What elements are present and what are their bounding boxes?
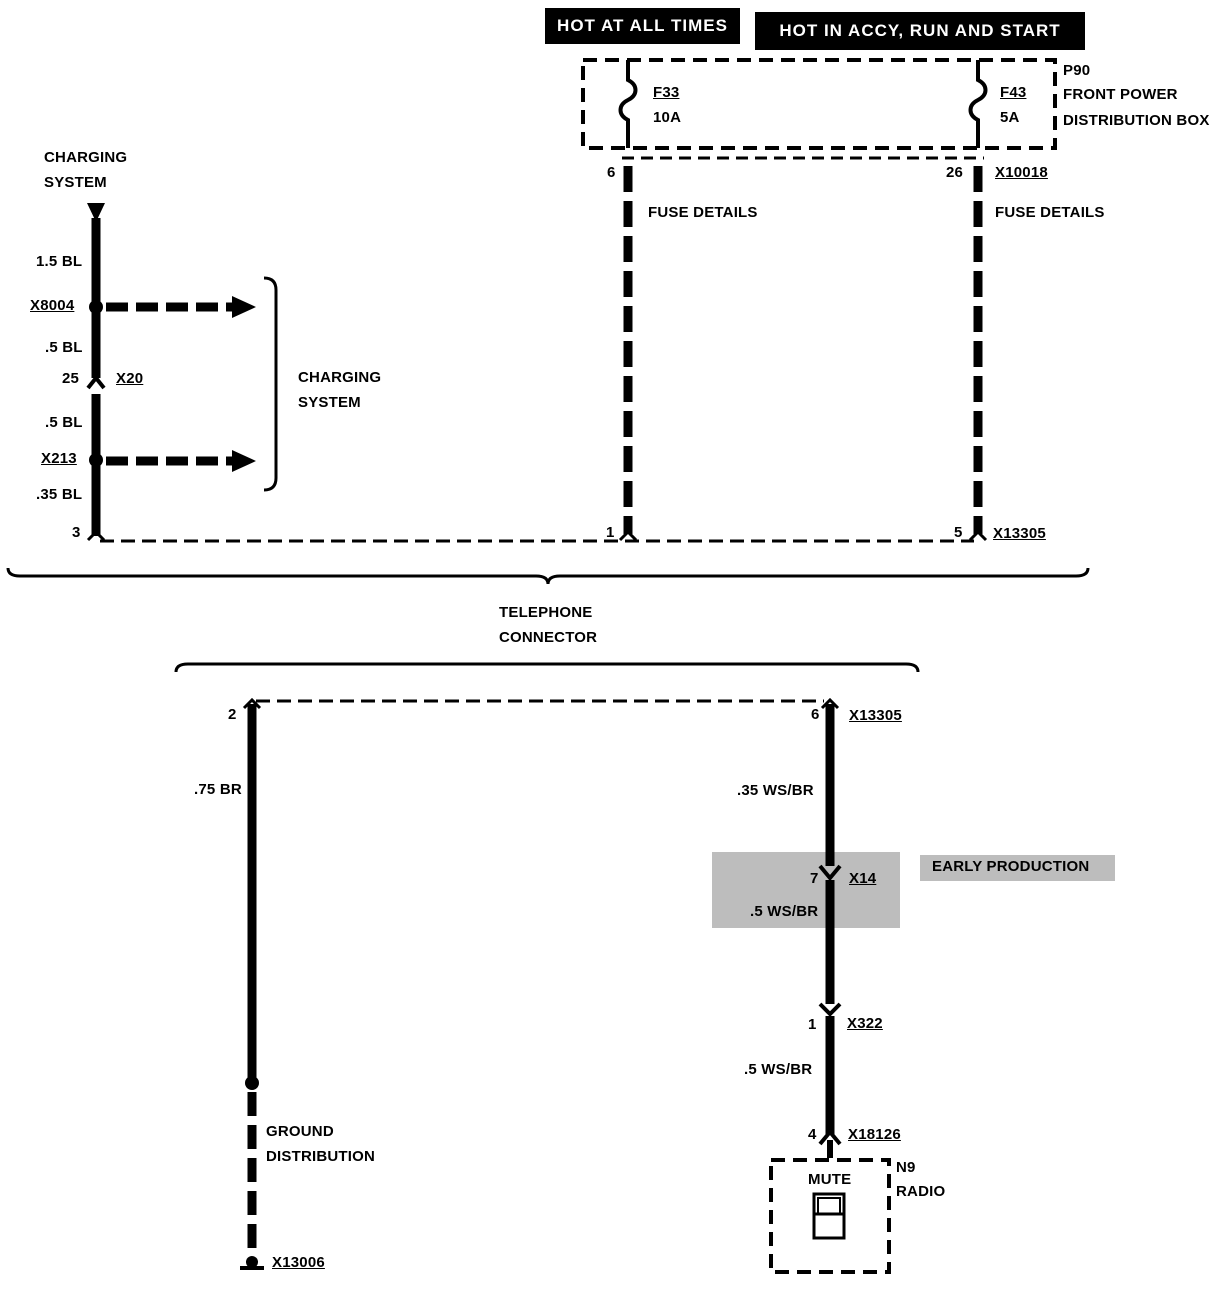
wire-label-035bl: .35 BL bbox=[36, 486, 83, 503]
mute-label: MUTE bbox=[808, 1171, 852, 1188]
fuse-f33-name: F33 bbox=[653, 84, 680, 101]
early-production-note-shade bbox=[920, 855, 1115, 881]
ground-symbol-dot bbox=[246, 1256, 258, 1268]
early-pin-7-label: 7 bbox=[810, 870, 819, 887]
arrow-x8004-head bbox=[232, 296, 256, 318]
charging-bracket bbox=[263, 276, 278, 492]
radio-id-label: N9 bbox=[896, 1159, 916, 1176]
fuse-details-label-1: FUSE DETAILS bbox=[648, 204, 758, 221]
connector-x14-arrow-overlay bbox=[818, 864, 842, 882]
telephone-connector-brace-lower bbox=[174, 662, 920, 673]
connector-x18126-arrow bbox=[818, 1128, 842, 1146]
fusebox-name-line2: DISTRIBUTION BOX bbox=[1063, 112, 1210, 129]
splice-x213-label: X213 bbox=[41, 450, 77, 467]
connector-x18126-label: X18126 bbox=[848, 1126, 901, 1143]
early-production-note: EARLY PRODUCTION bbox=[932, 858, 1090, 875]
fusebox-id: P90 bbox=[1063, 62, 1091, 79]
pin-4-label: 4 bbox=[808, 1126, 817, 1143]
connector-x13305-top-label: X13305 bbox=[993, 525, 1046, 542]
pin-3-label: 3 bbox=[72, 524, 81, 541]
mute-switch-body bbox=[812, 1192, 846, 1240]
pin-3-tick bbox=[86, 529, 106, 542]
wire-label-1-5bl: 1.5 BL bbox=[36, 253, 83, 270]
ground-splice-dot bbox=[245, 1076, 259, 1090]
pin-26-fusebox: 26 bbox=[946, 164, 964, 181]
splice-x213-dot bbox=[89, 453, 103, 467]
pin-1-label: 1 bbox=[606, 524, 615, 541]
telephone-connector-label-line1: TELEPHONE bbox=[499, 604, 593, 621]
banner-hot-in-accy: HOT IN ACCY, RUN AND START bbox=[755, 12, 1085, 50]
radio-box-outline bbox=[769, 1158, 891, 1274]
connector-x322-label: X322 bbox=[847, 1015, 883, 1032]
connector-x14-label: X14 bbox=[849, 870, 877, 887]
wire-label-early-05wsbr: .5 WS/BR bbox=[750, 903, 819, 920]
connector-x13305-lower-label: X13305 bbox=[849, 707, 902, 724]
banner-hot-at-all-times: HOT AT ALL TIMES bbox=[545, 8, 740, 44]
fuse-f33-symbol bbox=[618, 60, 638, 148]
wire-label-05bl-upper: .5 BL bbox=[45, 339, 83, 356]
charging-arrow-top bbox=[87, 203, 105, 222]
connector-x20-arrow bbox=[86, 374, 106, 390]
fuse-details-label-2: FUSE DETAILS bbox=[995, 204, 1105, 221]
fuse-f33-rating: 10A bbox=[653, 109, 682, 126]
wire-label-05bl-lower: .5 BL bbox=[45, 414, 83, 431]
ground-label-line2: DISTRIBUTION bbox=[266, 1148, 376, 1165]
fusebox-name-line1: FRONT POWER bbox=[1063, 86, 1178, 103]
wire-label-05wsbr: .5 WS/BR bbox=[744, 1061, 813, 1078]
ground-label-line1: GROUND bbox=[266, 1123, 334, 1140]
telephone-connector-label-line2: CONNECTOR bbox=[499, 629, 598, 646]
pin-5-tick bbox=[968, 529, 988, 542]
early-production-shade bbox=[712, 852, 900, 928]
splice-x8004-label: X8004 bbox=[30, 297, 75, 314]
pin-2-tick bbox=[242, 697, 262, 710]
pin-6-tick bbox=[820, 697, 840, 710]
wire-label-075br: .75 BR bbox=[194, 781, 242, 798]
pin-2-label: 2 bbox=[228, 706, 237, 723]
pin-6-label: 6 bbox=[811, 706, 820, 723]
charging-bracket-label-line2: SYSTEM bbox=[298, 394, 361, 411]
charging-top-label-line1: CHARGING bbox=[44, 149, 128, 166]
pin-5-label: 5 bbox=[954, 524, 963, 541]
pin-25-label: 25 bbox=[62, 370, 80, 387]
fuse-box-outline bbox=[581, 58, 1057, 150]
telephone-connector-brace-top bbox=[6, 567, 1090, 585]
connector-x10018-label: X10018 bbox=[995, 164, 1048, 181]
fuse-f43-name: F43 bbox=[1000, 84, 1027, 101]
ground-id-label: X13006 bbox=[272, 1254, 325, 1271]
pin-1-x322-label: 1 bbox=[808, 1016, 817, 1033]
connector-x20-label: X20 bbox=[116, 370, 144, 387]
charging-bracket-label-line1: CHARGING bbox=[298, 369, 382, 386]
charging-top-label-line2: SYSTEM bbox=[44, 174, 107, 191]
splice-x8004-dot bbox=[89, 300, 103, 314]
connector-x322-arrow bbox=[818, 1002, 842, 1017]
arrow-x213-head bbox=[232, 450, 256, 472]
pin-6-fusebox: 6 bbox=[607, 164, 616, 181]
fuse-f43-rating: 5A bbox=[1000, 109, 1020, 126]
radio-name-label: RADIO bbox=[896, 1183, 946, 1200]
fuse-f43-symbol bbox=[968, 60, 988, 148]
wire-label-035wsbr: .35 WS/BR bbox=[737, 782, 814, 799]
pin-1-tick bbox=[618, 529, 638, 542]
